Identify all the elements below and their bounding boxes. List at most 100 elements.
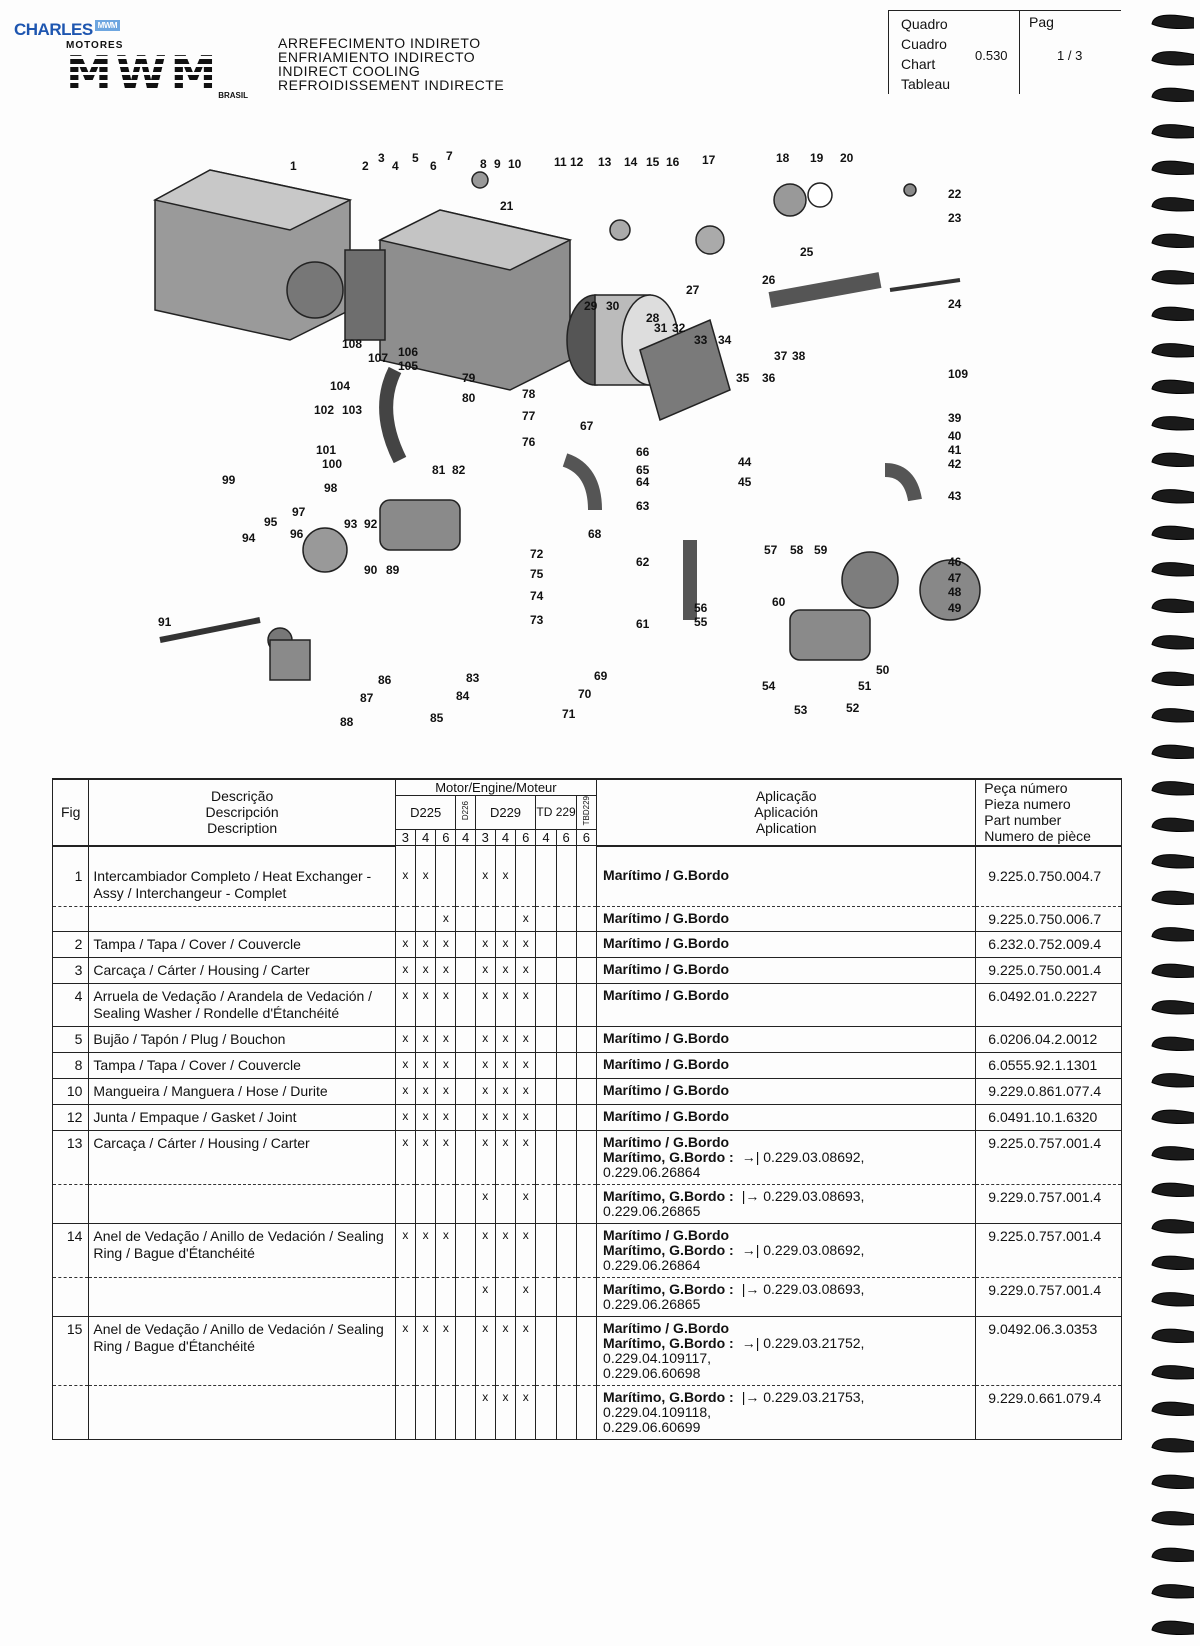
callout-73: 73 (530, 613, 544, 627)
engine-mark: x (435, 1052, 457, 1079)
callout-79: 79 (462, 371, 476, 385)
callout-52: 52 (846, 701, 860, 715)
engine-mark: x (474, 1052, 496, 1079)
fig-number: 2 (51, 931, 90, 958)
engine-mark (535, 1130, 557, 1185)
callout-92: 92 (364, 517, 378, 531)
cylinder-count: 4 (455, 829, 476, 846)
motor-header: Motor/Engine/Moteur (394, 778, 598, 796)
callout-89: 89 (386, 563, 400, 577)
callout-15: 15 (646, 155, 660, 169)
engine-mark (455, 983, 476, 1027)
part-description: Arruela de Vedação / Arandela de Vedació… (88, 983, 396, 1027)
engine-mark: x (435, 1130, 457, 1185)
part-number: 9.225.0.757.001.4 (975, 1130, 1122, 1185)
engine-mark (535, 931, 557, 958)
fig-number: 13 (51, 1130, 90, 1185)
engine-mark: x (435, 957, 457, 984)
engine-mark (555, 1052, 577, 1079)
engine-mark: x (494, 1026, 517, 1053)
engine-mark (415, 1385, 437, 1440)
callout-24: 24 (948, 297, 962, 311)
engine-mark (575, 863, 598, 907)
engine-mark: x (494, 1078, 517, 1105)
engine-mark: x (515, 906, 537, 932)
fig-number: 8 (51, 1052, 90, 1079)
engine-mark (494, 906, 517, 932)
callout-78: 78 (522, 387, 536, 401)
callout-30: 30 (606, 299, 620, 313)
callout-40: 40 (948, 429, 962, 443)
engine-mark (415, 1277, 437, 1317)
callout-87: 87 (360, 691, 374, 705)
callout-28: 28 (646, 311, 660, 325)
engine-mark (575, 906, 598, 932)
application: Marítimo / G.Bordo (596, 931, 977, 958)
engine-mark (555, 983, 577, 1027)
part-description (88, 1277, 396, 1317)
engine-mark: x (515, 1385, 537, 1440)
part-number: 9.229.0.757.001.4 (975, 1277, 1122, 1317)
callout-97: 97 (292, 505, 306, 519)
part-number: 9.229.0.861.077.4 (975, 1078, 1122, 1105)
callout-61: 61 (636, 617, 650, 631)
engine-mark (535, 1026, 557, 1053)
fig-header: Fig (51, 778, 90, 847)
serial-reference: →| 0.229.03.08692, 0.229.06.26864 (603, 1148, 865, 1180)
engine-mark (535, 983, 557, 1027)
part-number: 9.229.0.757.001.4 (975, 1184, 1122, 1224)
cylinder-count: 4 (535, 829, 557, 846)
callout-2: 2 (362, 159, 369, 173)
engine-mark (555, 1078, 577, 1105)
callout-91: 91 (158, 615, 172, 629)
engine-mark: x (394, 1078, 417, 1105)
engine-mark (535, 1052, 557, 1079)
application-label: Marítimo / G.Bordo (603, 1055, 730, 1072)
engine-mark (455, 1316, 476, 1386)
engine-mark (575, 1277, 598, 1317)
callout-68: 68 (588, 527, 602, 541)
callout-32: 32 (672, 321, 686, 335)
callout-25: 25 (800, 245, 814, 259)
callout-49: 49 (948, 601, 962, 615)
application: Marítimo, G.Bordo :|→ 0.229.03.08693, 0.… (596, 1277, 977, 1317)
engine-mark: x (394, 1104, 417, 1131)
part-description: Anel de Vedação / Anillo de Vedación / S… (88, 1223, 396, 1278)
engine-mark (455, 863, 476, 907)
engine-mark: x (515, 1223, 537, 1278)
engine-mark (394, 906, 417, 932)
part-description: Mangueira / Manguera / Hose / Durite (88, 1078, 396, 1105)
chart-labels: Quadro Cuadro Chart Tableau (901, 16, 951, 92)
part-description: Tampa / Tapa / Cover / Couvercle (88, 1052, 396, 1079)
fig-number: 4 (51, 983, 90, 1027)
application: Marítimo / G.Bordo (596, 1026, 977, 1053)
engine-mark (555, 1385, 577, 1440)
spiral-binding (1151, 14, 1195, 1635)
engine-mark (535, 863, 557, 907)
engine-mark (455, 931, 476, 958)
callout-51: 51 (858, 679, 872, 693)
engine-mark (535, 906, 557, 932)
application-label: Marítimo / G.Bordo (603, 986, 730, 1003)
engine-mark: x (435, 906, 457, 932)
engine-mark (575, 983, 598, 1027)
callout-43: 43 (948, 489, 962, 503)
engine-mark: x (435, 1104, 457, 1131)
callout-75: 75 (530, 567, 544, 581)
fig-number: 3 (51, 957, 90, 984)
engine-mark (535, 1316, 557, 1386)
engine-mark (535, 957, 557, 984)
callout-8: 8 (480, 157, 487, 171)
engine-mark: x (415, 1052, 437, 1079)
engine-mark: x (394, 1316, 417, 1386)
application: Marítimo / G.Bordo (596, 863, 977, 907)
engine-mark: x (394, 863, 417, 907)
engine-mark (455, 1385, 476, 1440)
part-description: Intercambiador Completo / Heat Exchanger… (88, 863, 396, 907)
